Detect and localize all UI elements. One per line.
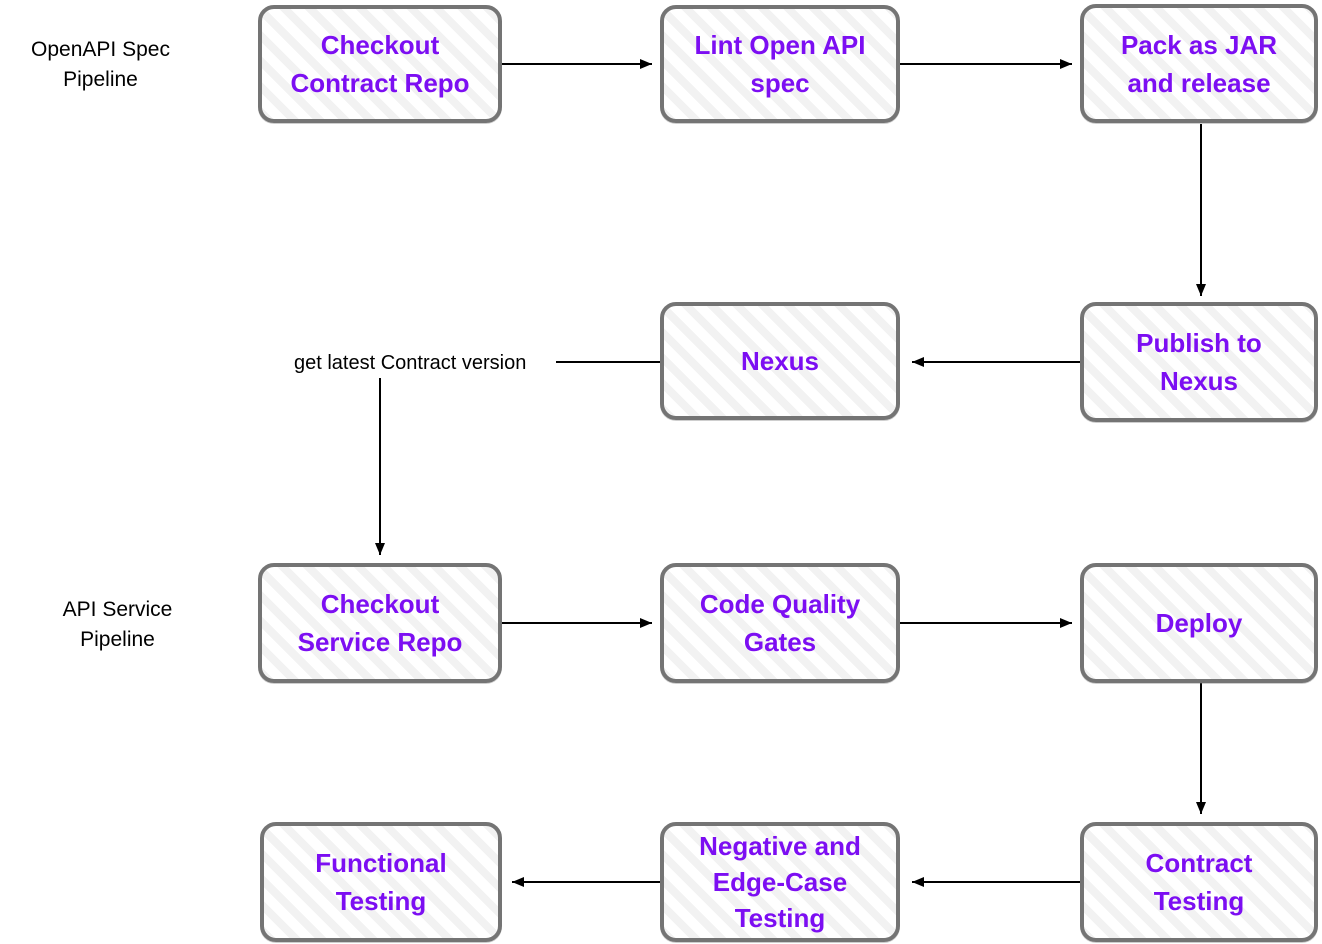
node-label: Deploy: [1155, 608, 1243, 638]
node-label: Functional Testing: [315, 848, 447, 916]
node-nexus: Nexus: [660, 302, 900, 420]
node-functional-testing: Functional Testing: [260, 822, 502, 942]
node-checkout-service-repo: Checkout Service Repo: [258, 563, 502, 683]
node-label: Code Quality Gates: [699, 589, 861, 657]
node-label: Contract Testing: [1145, 848, 1253, 916]
node-label: Checkout Service Repo: [297, 589, 463, 657]
node-label: Lint Open API spec: [694, 30, 866, 98]
lane-label-api-service-pipeline: API Service Pipeline: [62, 598, 173, 651]
node-label: Pack as JAR and release: [1120, 29, 1278, 98]
edge-label-get-latest-contract-version: get latest Contract version: [294, 351, 527, 375]
node-label: Checkout Contract Repo: [290, 30, 470, 98]
node-negative-edge-case-testing: Negative and Edge-Case Testing: [660, 822, 900, 942]
node-lint-open-api-spec: Lint Open API spec: [660, 5, 900, 123]
lane-label-openapi-spec-pipeline: OpenAPI Spec Pipeline: [31, 38, 170, 91]
node-pack-as-jar-and-release: Pack as JAR and release: [1080, 4, 1318, 123]
node-contract-testing: Contract Testing: [1080, 822, 1318, 942]
node-publish-to-nexus: Publish to Nexus: [1080, 302, 1318, 422]
node-deploy: Deploy: [1080, 563, 1318, 683]
node-label: Negative and Edge-Case Testing: [699, 831, 861, 933]
node-code-quality-gates: Code Quality Gates: [660, 563, 900, 683]
node-label: Publish to Nexus: [1136, 328, 1262, 396]
node-checkout-contract-repo: Checkout Contract Repo: [258, 5, 502, 123]
node-label: Nexus: [740, 346, 820, 376]
